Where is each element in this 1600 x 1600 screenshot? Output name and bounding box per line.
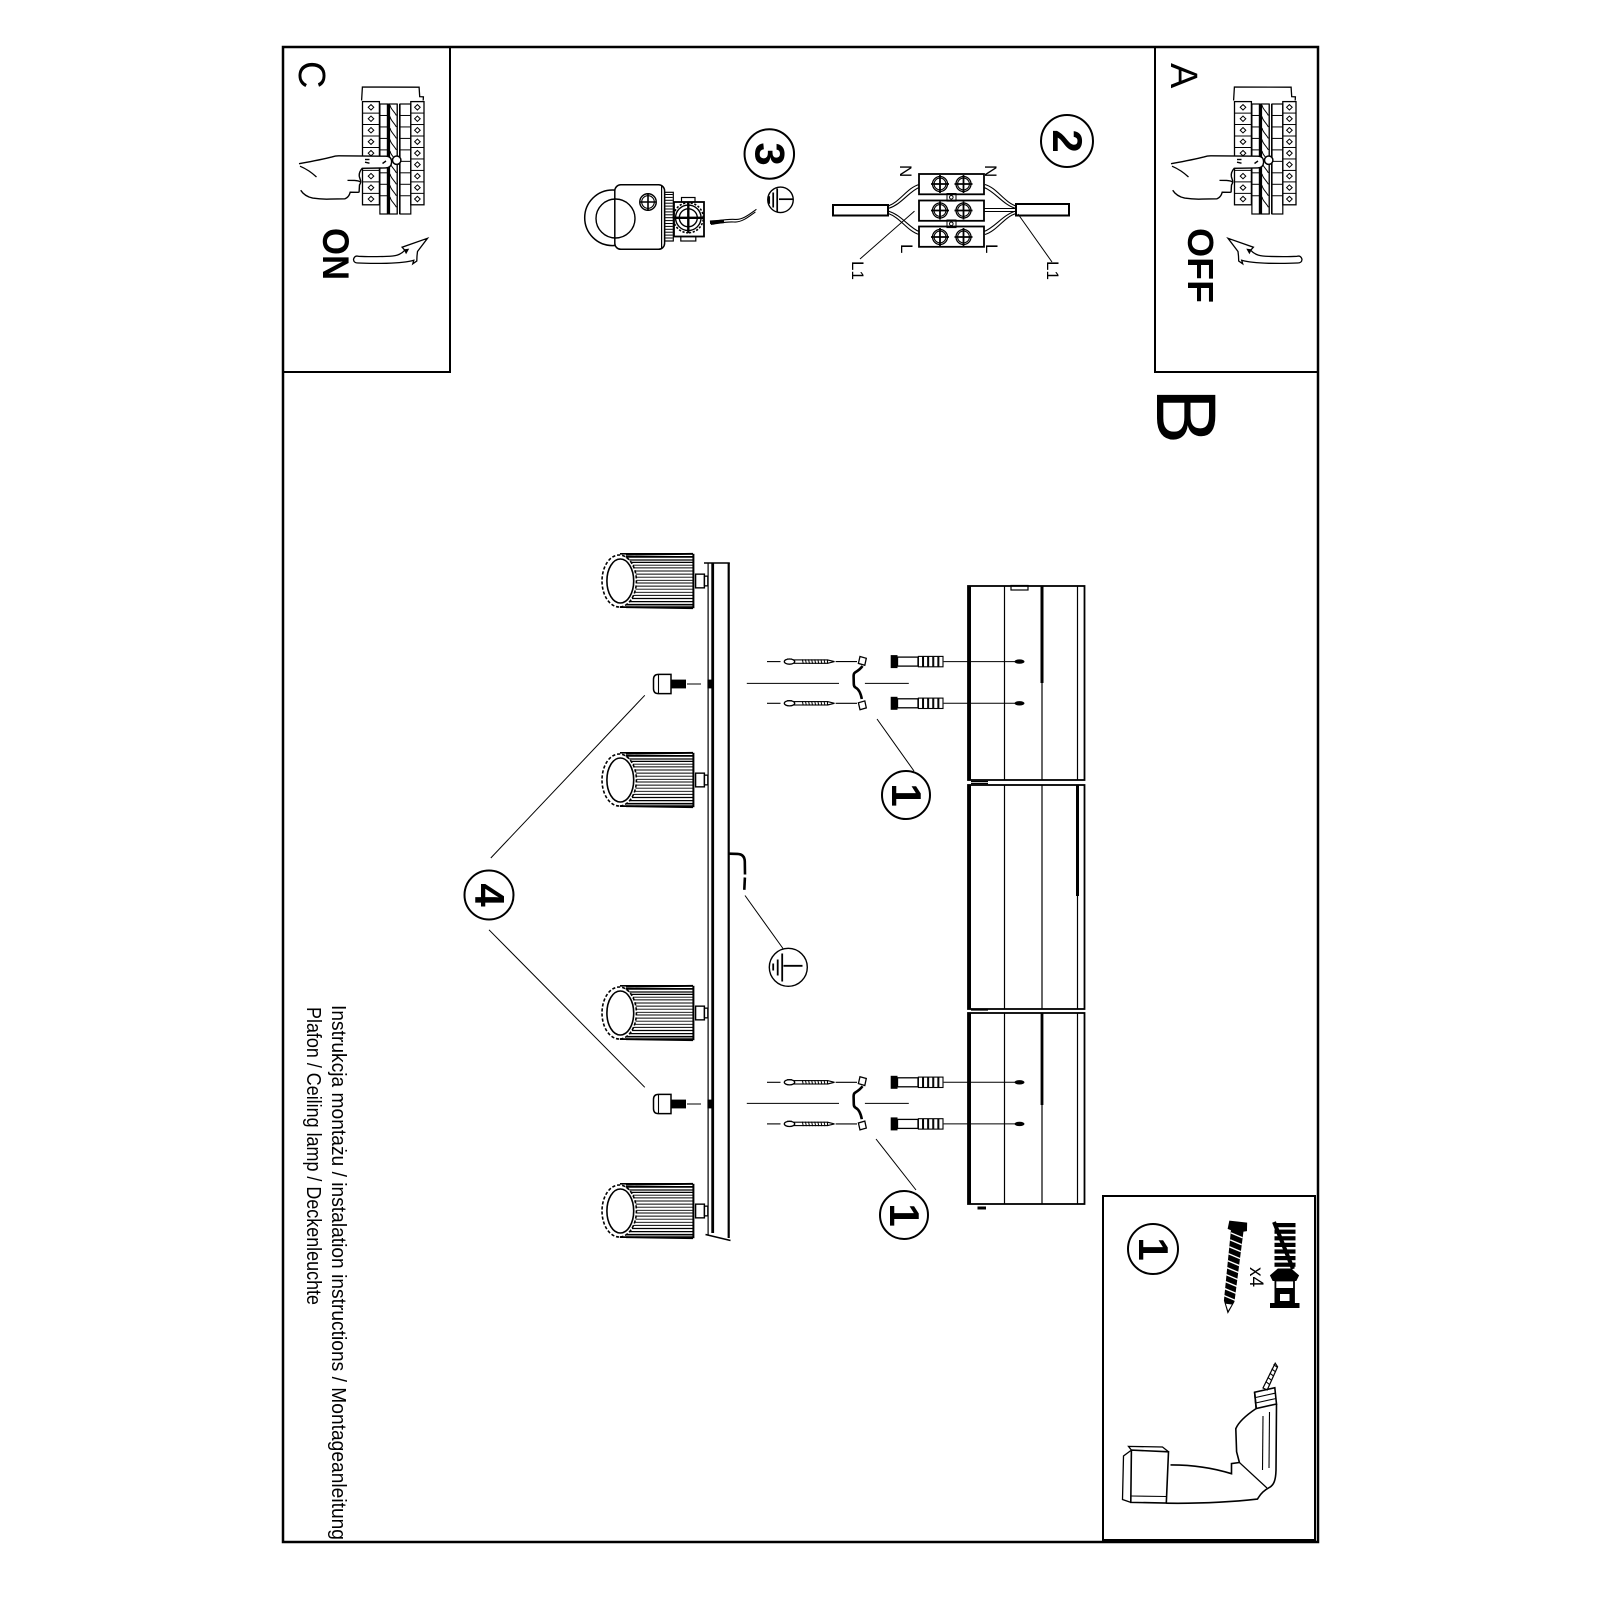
svg-text:2: 2 [1044, 129, 1091, 152]
svg-text:A: A [1162, 63, 1204, 89]
svg-text:L: L [982, 244, 1001, 253]
svg-text:4: 4 [466, 883, 513, 907]
svg-text:L1: L1 [1043, 261, 1062, 280]
svg-text:1: 1 [1130, 1237, 1177, 1260]
svg-text:N: N [981, 165, 1000, 177]
svg-text:Instrukcja montażu / instalati: Instrukcja montażu / instalation instruc… [327, 1005, 350, 1540]
svg-text:ON: ON [315, 228, 356, 280]
svg-text:B: B [1139, 388, 1233, 444]
svg-text:C: C [290, 61, 332, 88]
svg-text:1: 1 [883, 783, 930, 806]
svg-text:x4: x4 [1245, 1267, 1266, 1288]
svg-text:OFF: OFF [1180, 228, 1221, 303]
svg-text:3: 3 [747, 142, 794, 165]
svg-text:L1: L1 [848, 261, 867, 280]
svg-text:L: L [897, 244, 916, 253]
svg-text:Plafon / Ceiling lamp / Decken: Plafon / Ceiling lamp / Deckenleuchte [302, 1007, 325, 1305]
svg-text:N: N [896, 165, 915, 177]
svg-text:1: 1 [881, 1203, 928, 1226]
